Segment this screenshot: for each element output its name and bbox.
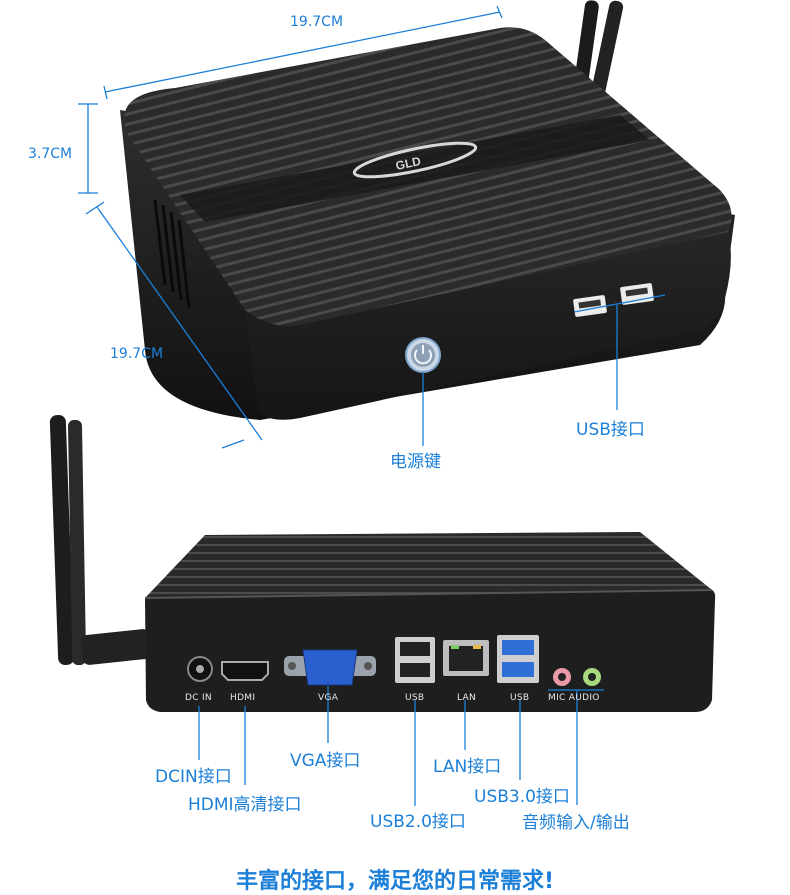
power-button-label: 电源键 [390,452,441,472]
device-bottom-top [145,532,712,598]
lan-label: LAN接口 [433,757,502,777]
port-label-mic-audio: MIC AUDIO [548,693,600,703]
antenna-hinge [81,629,151,665]
usb3-ports[interactable] [497,635,539,683]
port-label-hdmi: HDMI [230,693,256,703]
side-vents [153,199,191,309]
headline-text: 丰富的接口，满足您的日常需求! [235,869,555,894]
port-label-usb-b: USB [510,693,530,703]
dcin-label: DCIN接口 [155,767,232,787]
svg-text:GLD: GLD [394,154,422,173]
audio-label: 音频输入/输出 [522,813,630,833]
power-button[interactable] [405,337,441,373]
front-usb-port-2[interactable] [620,283,654,305]
vga-port[interactable] [284,649,376,686]
callout-lines [198,686,604,806]
port-label-lan: LAN [457,693,477,703]
mic-jack[interactable] [553,668,571,686]
dimension-lines [78,5,666,449]
device-logo [352,141,478,179]
antenna-2 [590,0,624,100]
dcin-port[interactable] [187,656,213,682]
usb2-label: USB2.0接口 [370,812,466,832]
hdmi-label: HDMI高清接口 [188,795,302,815]
antenna-4 [68,419,87,665]
vga-label: VGA接口 [290,751,361,771]
usb3-label: USB3.0接口 [474,787,570,807]
port-label-dcin: DC IN [185,693,212,703]
width-dimension: 19.7CM [290,14,344,30]
usb2-ports[interactable] [395,637,435,683]
hdmi-port[interactable] [221,661,269,681]
depth-dimension: 19.7CM [110,346,164,362]
antenna-3 [49,415,75,665]
audio-jack[interactable] [583,668,601,686]
front-usb-port-1[interactable] [573,295,607,317]
lan-port[interactable] [443,640,489,676]
port-label-usb-a: USB [405,693,425,703]
usb-front-label: USB接口 [576,420,645,440]
port-label-vga: VGA [318,693,339,703]
device-top-band [180,115,650,222]
height-dimension: 3.7CM [28,146,73,162]
device-top-front [245,232,731,420]
